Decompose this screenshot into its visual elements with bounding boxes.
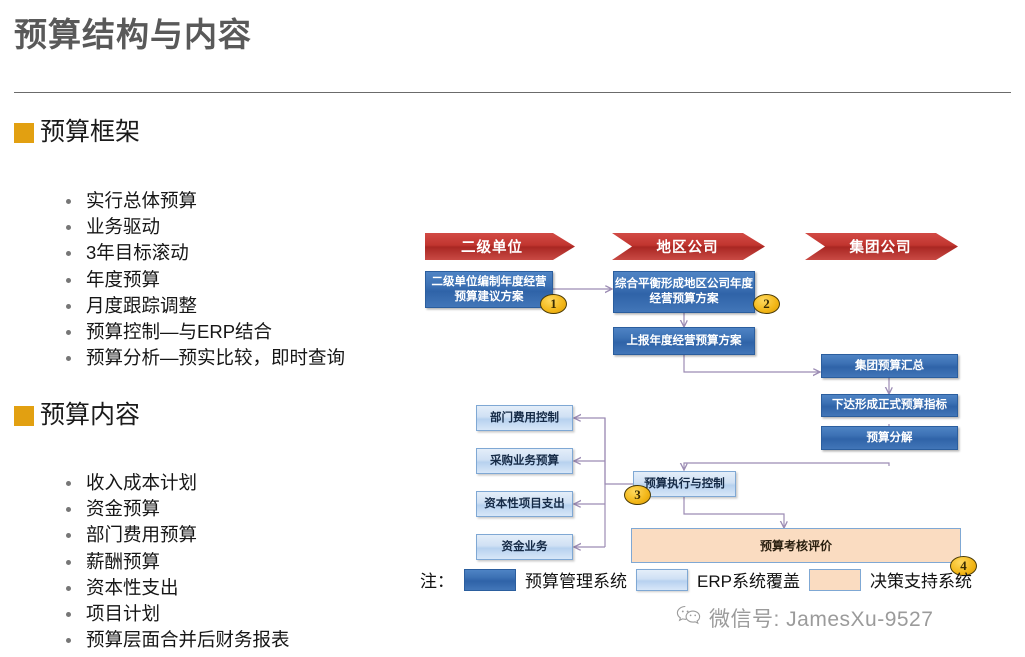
- section-heading-framework: 预算框架: [14, 120, 140, 145]
- step-badge-label: 3: [634, 487, 641, 502]
- node-submit-annual-budget[interactable]: 上报年度经营预算方案: [613, 327, 755, 355]
- list-item: 业务驱动: [62, 214, 345, 240]
- wechat-icon: [676, 605, 702, 631]
- node-label: 二级单位编制年度经营预算建议方案: [431, 275, 547, 303]
- legend-label-erp-coverage: ERP系统覆盖: [697, 572, 800, 591]
- bullet-list-framework: 实行总体预算 业务驱动 3年目标滚动 年度预算 月度跟踪调整 预算控制—与ERP…: [62, 188, 345, 371]
- node-label: 预算执行与控制: [644, 477, 725, 490]
- node-formal-budget-targets[interactable]: 下达形成正式预算指标: [821, 394, 958, 417]
- step-badge-3: 3: [624, 485, 651, 505]
- node-treasury-business[interactable]: 资金业务: [476, 534, 573, 560]
- node-label: 预算分解: [866, 431, 913, 444]
- list-item: 资本性支出: [62, 575, 290, 601]
- node-label: 采购业务预算: [490, 454, 559, 467]
- lane-banner-group-company: 集团公司: [805, 233, 958, 260]
- node-procurement-budget[interactable]: 采购业务预算: [476, 448, 573, 474]
- title-divider: [14, 92, 1011, 93]
- list-item: 预算控制—与ERP结合: [62, 319, 345, 345]
- node-capital-project-spend[interactable]: 资本性项目支出: [476, 491, 573, 517]
- node-label: 资金业务: [501, 540, 548, 553]
- node-budget-breakdown[interactable]: 预算分解: [821, 426, 958, 450]
- list-item: 项目计划: [62, 601, 290, 627]
- diagram-legend: 注： 预算管理系统 ERP系统覆盖 决策支持系统: [420, 567, 981, 592]
- list-item: 资金预算: [62, 496, 290, 522]
- page-title: 预算结构与内容: [14, 16, 252, 53]
- step-badge-2: 2: [753, 294, 780, 314]
- step-badge-label: 4: [960, 558, 967, 573]
- watermark: 微信号: JamesXu-9527: [676, 603, 933, 633]
- section-marker-icon: [14, 122, 34, 143]
- legend-label-budget-management-system: 预算管理系统: [525, 572, 627, 591]
- lane-banner-label: 集团公司: [849, 240, 912, 256]
- node-label: 上报年度经营预算方案: [626, 334, 742, 347]
- node-label: 部门费用控制: [490, 411, 559, 424]
- legend-swatch-budget-management-system: [464, 568, 516, 591]
- node-regional-balanced-budget[interactable]: 综合平衡形成地区公司年度经营预算方案: [613, 271, 755, 313]
- legend-swatch-erp-coverage: [636, 568, 688, 591]
- legend-note-label: 注：: [420, 572, 454, 591]
- node-label: 预算考核评价: [759, 539, 832, 553]
- node-secondary-unit-budget-draft[interactable]: 二级单位编制年度经营预算建议方案: [425, 271, 553, 308]
- step-badge-label: 1: [550, 296, 557, 311]
- list-item: 年度预算: [62, 267, 345, 293]
- legend-swatch-decision-support-system: [808, 568, 861, 591]
- node-label: 资本性项目支出: [484, 497, 565, 510]
- lane-banner-secondary-unit: 二级单位: [425, 233, 575, 260]
- node-label: 集团预算汇总: [855, 359, 924, 372]
- legend-label-decision-support-system: 决策支持系统: [869, 572, 972, 591]
- section-heading-label: 预算内容: [40, 401, 141, 429]
- node-label: 下达形成正式预算指标: [832, 399, 947, 411]
- step-badge-4: 4: [950, 556, 977, 576]
- section-heading-label: 预算框架: [40, 118, 141, 146]
- node-group-budget-consolidation[interactable]: 集团预算汇总: [821, 354, 958, 378]
- node-department-expense-control[interactable]: 部门费用控制: [476, 405, 573, 431]
- section-marker-icon: [14, 405, 34, 426]
- list-item: 部门费用预算: [62, 522, 290, 548]
- watermark-text: 微信号: JamesXu-9527: [709, 608, 934, 631]
- step-badge-1: 1: [540, 294, 567, 314]
- lane-banner-regional-company: 地区公司: [612, 233, 765, 260]
- list-item: 预算层面合并后财务报表: [62, 627, 290, 653]
- list-item: 收入成本计划: [62, 470, 290, 496]
- list-item: 月度跟踪调整: [62, 293, 345, 319]
- list-item: 实行总体预算: [62, 188, 345, 214]
- section-heading-content: 预算内容: [14, 403, 140, 428]
- lane-banner-label: 二级单位: [461, 240, 523, 256]
- list-item: 薪酬预算: [62, 549, 290, 575]
- list-item: 3年目标滚动: [62, 240, 345, 266]
- bullet-list-content: 收入成本计划 资金预算 部门费用预算 薪酬预算 资本性支出 项目计划 预算层面合…: [62, 470, 290, 653]
- list-item: 预算分析—预实比较，即时查询: [62, 345, 345, 371]
- lane-banner-label: 地区公司: [656, 240, 719, 256]
- step-badge-label: 2: [763, 296, 770, 311]
- node-budget-assessment[interactable]: 预算考核评价: [631, 528, 961, 563]
- node-label: 综合平衡形成地区公司年度经营预算方案: [615, 278, 753, 305]
